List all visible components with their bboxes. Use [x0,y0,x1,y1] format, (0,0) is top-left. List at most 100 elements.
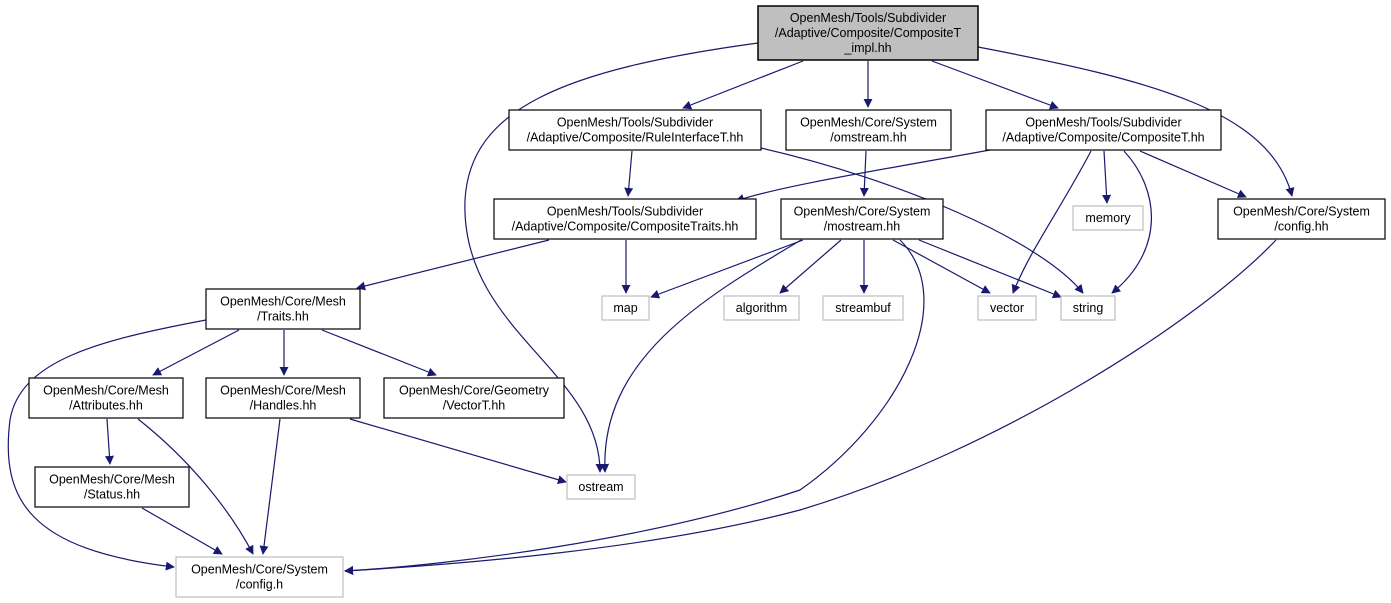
node-box [508,109,762,151]
node-box [566,474,636,500]
node-label: OpenMesh/Core/Geometry [399,384,550,398]
node-attributes[interactable]: OpenMesh/Core/Mesh/Attributes.hh [28,377,184,419]
node-label: string [1073,301,1104,315]
edge-mostream-to-algorithm [779,239,842,294]
node-configh: OpenMesh/Core/System/config.h [175,556,344,598]
node-label: /Attributes.hh [69,399,143,413]
node-box [205,377,361,419]
node-handles[interactable]: OpenMesh/Core/Mesh/Handles.hh [205,377,361,419]
node-box [977,295,1037,321]
node-status[interactable]: OpenMesh/Core/Mesh/Status.hh [34,466,190,508]
node-label: /Traits.hh [257,310,309,324]
node-label: OpenMesh/Core/Mesh [220,384,346,398]
edge-confighh-to-configh [344,239,1277,576]
edge-attributes-to-configh [137,418,254,555]
node-box [822,295,904,321]
node-box [780,198,944,240]
edges-layer [7,42,1295,576]
edge-compositeT-to-memory [1102,150,1112,204]
node-compositeT[interactable]: OpenMesh/Tools/Subdivider/Adaptive/Compo… [985,109,1222,151]
edge-root-to-compositeT [931,60,1059,110]
edge-compositetraits-to-traits [356,239,550,291]
edge-traits-to-configh [7,319,207,571]
edge-ruleinterface-to-string [760,147,1084,294]
node-ruleinterface[interactable]: OpenMesh/Tools/Subdivider/Adaptive/Compo… [508,109,762,151]
node-streambuf: streambuf [822,295,904,321]
edge-status-to-configh [141,507,223,555]
node-label: OpenMesh/Core/System [1233,205,1370,219]
edge-omstream-to-mostream [859,150,869,197]
node-label: /config.h [236,578,283,592]
node-label: ostream [578,480,623,494]
node-label: vector [990,301,1024,315]
node-box [1060,295,1116,321]
node-label: /omstream.hh [830,131,906,145]
edge-mostream-to-map [650,239,804,299]
node-label: OpenMesh/Core/System [800,116,937,130]
node-label: /Adaptive/Composite/CompositeT.hh [1002,131,1204,145]
node-label: OpenMesh/Tools/Subdivider [790,11,946,25]
node-label: OpenMesh/Core/Mesh [43,384,169,398]
edge-mostream-to-configh [344,239,925,576]
edge-attributes-to-status [104,418,114,465]
node-box [785,109,952,151]
node-box [1072,205,1144,231]
node-mostream[interactable]: OpenMesh/Core/System/mostream.hh [780,198,944,240]
node-algorithm: algorithm [723,295,800,321]
node-box [175,556,344,598]
node-box [723,295,800,321]
edge-compositeT-to-string [1111,150,1152,294]
node-label: _impl.hh [843,41,891,55]
node-label: map [613,301,637,315]
node-label: /Handles.hh [250,399,317,413]
edge-mostream-to-string [918,239,1062,299]
edge-traits-to-attributes [152,329,240,376]
node-label: /Adaptive/Composite/CompositeTraits.hh [512,220,739,234]
edge-ruleinterface-to-compositetraits [624,150,634,197]
node-string: string [1060,295,1116,321]
node-confighh[interactable]: OpenMesh/Core/System/config.hh [1217,198,1386,240]
edge-compositeT-to-compositetraits [735,149,991,203]
node-box [34,466,190,508]
edge-root-to-confighh [977,46,1295,197]
node-label: OpenMesh/Core/System [794,205,931,219]
edge-handles-to-ostream [349,418,567,485]
edge-mostream-to-ostream [600,239,802,473]
node-label: /Status.hh [84,488,140,502]
edge-traits-to-vectorT [321,329,437,377]
node-ostream: ostream [566,474,636,500]
node-label: memory [1085,211,1131,225]
node-box [985,109,1222,151]
node-label: /Adaptive/Composite/RuleInterfaceT.hh [527,131,744,145]
node-map: map [601,295,650,321]
node-box [601,295,650,321]
nodes-layer: OpenMesh/Tools/Subdivider/Adaptive/Compo… [28,5,1386,598]
node-label: OpenMesh/Core/System [191,563,328,577]
node-box [28,377,184,419]
node-box [1217,198,1386,240]
node-memory: memory [1072,205,1144,231]
node-box [757,5,979,61]
node-box [383,377,565,419]
node-label: OpenMesh/Tools/Subdivider [1025,116,1181,130]
edge-compositeT-to-vector [1011,150,1092,294]
node-label: /Adaptive/Composite/CompositeT [775,26,962,40]
edge-mostream-to-vector [892,239,991,294]
node-label: /config.hh [1274,220,1328,234]
node-box [493,198,757,240]
node-root[interactable]: OpenMesh/Tools/Subdivider/Adaptive/Compo… [757,5,979,61]
node-traits[interactable]: OpenMesh/Core/Mesh/Traits.hh [205,288,361,330]
node-omstream[interactable]: OpenMesh/Core/System/omstream.hh [785,109,952,151]
node-label: OpenMesh/Core/Mesh [49,473,175,487]
edge-root-to-ruleinterface [682,60,804,110]
node-label: OpenMesh/Tools/Subdivider [557,116,713,130]
node-vectorT[interactable]: OpenMesh/Core/Geometry/VectorT.hh [383,377,565,419]
edge-compositeT-to-confighh [1139,150,1247,198]
node-label: OpenMesh/Core/Mesh [220,295,346,309]
node-label: algorithm [736,301,787,315]
edge-handles-to-configh [259,418,281,555]
node-compositetraits[interactable]: OpenMesh/Tools/Subdivider/Adaptive/Compo… [493,198,757,240]
node-label: /mostream.hh [824,220,900,234]
node-box [205,288,361,330]
